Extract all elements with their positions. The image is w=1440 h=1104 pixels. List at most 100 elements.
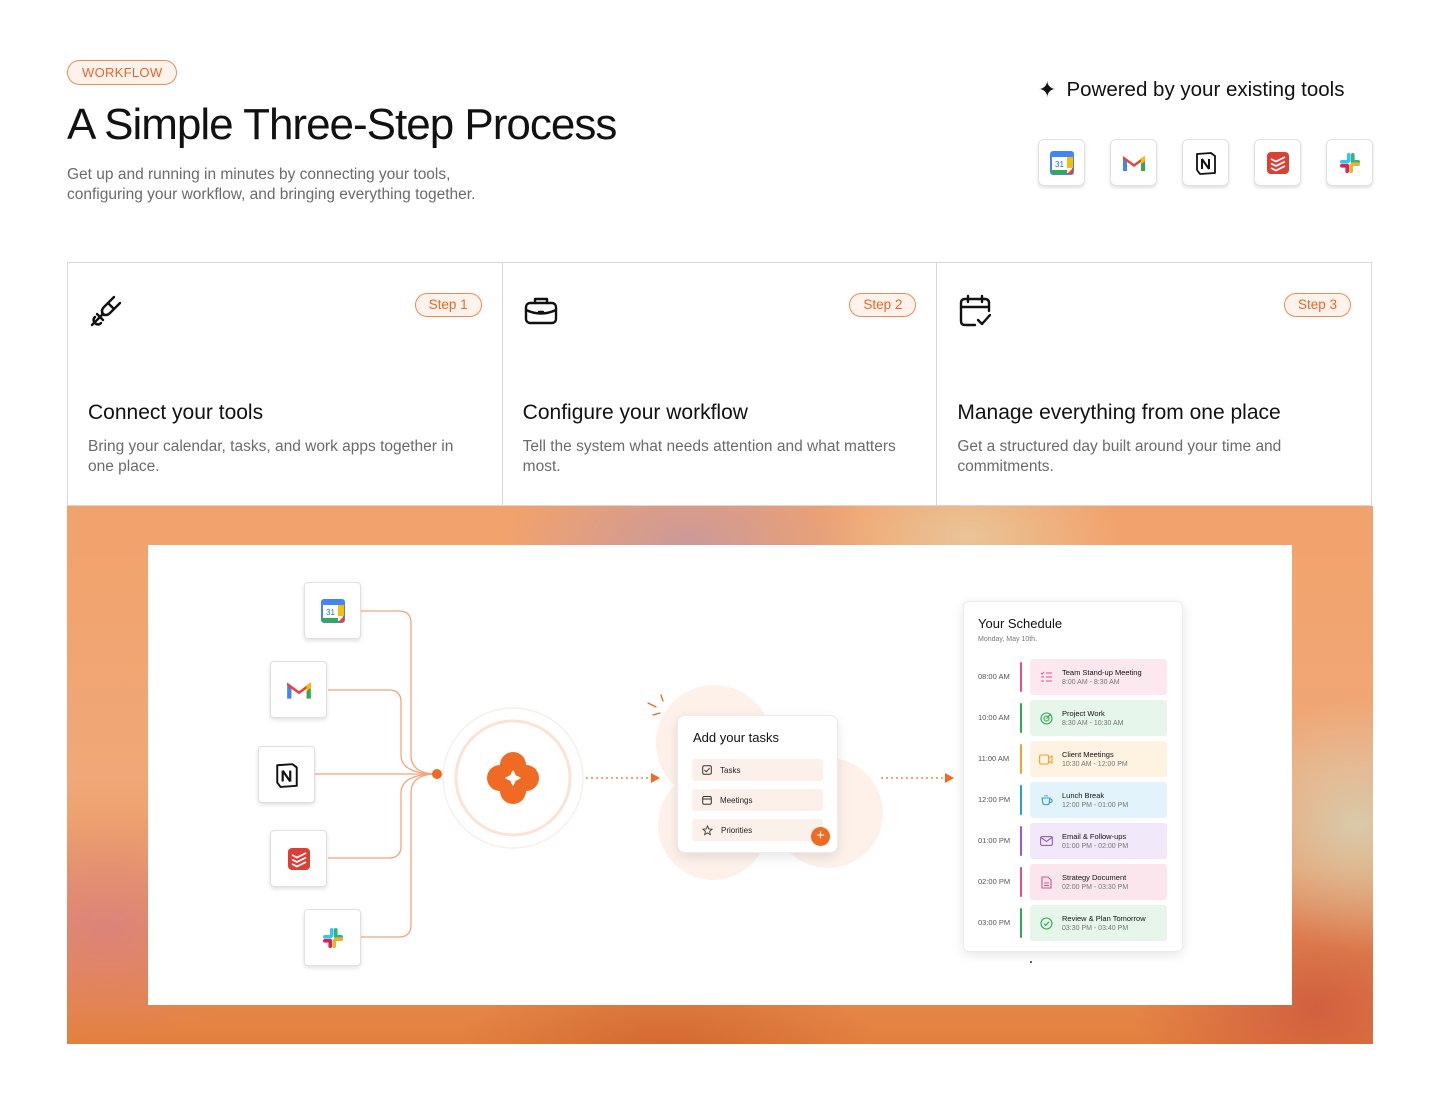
schedule-event[interactable]: Client Meetings 10:30 AM - 12:00 PM: [1030, 741, 1167, 777]
event-time-range: 03:30 PM - 03:40 PM: [1062, 925, 1129, 932]
cup-icon: [1039, 793, 1053, 807]
schedule-event[interactable]: Project Work 8:30 AM - 10:30 AM: [1030, 700, 1167, 736]
powered-by: ✦ Powered by your existing tools: [1038, 78, 1344, 102]
step-badge: Step 3: [1283, 293, 1352, 317]
step-card-2: Step 2 Configure your workflow Tell the …: [503, 263, 938, 505]
gmail-icon: [1122, 155, 1145, 171]
schedule-row[interactable]: 12:00 PM Lunch Break 12:00 PM - 01:00 PM: [964, 782, 1184, 818]
add-task-button[interactable]: +: [811, 827, 830, 846]
schedule-date: Monday, May 10th.: [978, 636, 1038, 643]
event-name: Strategy Document: [1062, 873, 1127, 882]
workflow-illustration: 31: [67, 506, 1373, 1044]
calendar-icon: [702, 796, 712, 805]
document-icon: [1039, 875, 1053, 889]
schedule-time: 03:00 PM: [978, 918, 1011, 927]
page-title: A Simple Three-Step Process: [67, 100, 617, 149]
source-todoist[interactable]: [270, 830, 327, 887]
step-description: Get a structured day built around your t…: [957, 438, 1282, 475]
schedule-title: Your Schedule: [978, 616, 1063, 631]
source-notion[interactable]: [258, 746, 315, 803]
slack-icon: [1339, 152, 1360, 173]
task-option-tasks[interactable]: Tasks: [692, 759, 823, 781]
event-time-range: 8:30 AM - 10:30 AM: [1062, 720, 1124, 727]
schedule-row[interactable]: 10:00 AM Project Work 8:30 AM - 10:30 AM: [964, 700, 1184, 736]
todoist-icon: [287, 847, 310, 870]
add-tasks-card: Add your tasks Tasks Meetings Priorities…: [677, 715, 838, 853]
source-gmail[interactable]: [270, 661, 327, 718]
schedule-row[interactable]: 08:00 AM Team Stand-up Meeting 8:00 AM -…: [964, 659, 1184, 695]
source-google-calendar[interactable]: 31: [304, 582, 361, 639]
google-calendar-icon: 31: [320, 598, 345, 623]
event-name: Lunch Break: [1062, 791, 1105, 800]
source-slack[interactable]: [304, 909, 361, 966]
timeline-marker: [1020, 826, 1022, 856]
tool-slack[interactable]: [1326, 139, 1373, 186]
steps-grid: Step 1 Connect your tools Bring your cal…: [67, 262, 1372, 506]
svg-text:31: 31: [326, 608, 335, 617]
star-icon: [702, 824, 713, 835]
sparkle-icon: ✦: [1038, 77, 1057, 102]
task-option-meetings[interactable]: Meetings: [692, 789, 823, 811]
schedule-time: 12:00 PM: [978, 795, 1011, 804]
schedule-row[interactable]: 03:00 PM Review & Plan Tomorrow 03:30 PM…: [964, 905, 1184, 941]
event-name: Team Stand-up Meeting: [1062, 668, 1142, 677]
step-title: Manage everything from one place: [957, 401, 1281, 424]
schedule-row[interactable]: 11:00 AM Client Meetings 10:30 AM - 12:0…: [964, 741, 1184, 777]
plug-icon: [90, 295, 122, 327]
schedule-row[interactable]: 01:00 PM Email & Follow-ups 01:00 PM - 0…: [964, 823, 1184, 859]
event-time-range: 8:00 AM - 8:30 AM: [1062, 679, 1120, 686]
briefcase-icon: [524, 297, 557, 325]
schedule-row[interactable]: 02:00 PM Strategy Document 02:00 PM - 03…: [964, 864, 1184, 900]
step-badge: Step 2: [849, 293, 917, 317]
app-logo-icon: [487, 752, 539, 804]
video-icon: [1039, 752, 1053, 766]
timeline-marker: [1020, 785, 1022, 815]
tool-gmail[interactable]: [1110, 139, 1157, 186]
svg-text:31: 31: [1055, 160, 1064, 169]
event-name: Client Meetings: [1062, 750, 1114, 759]
section-badge: WORKFLOW: [67, 60, 178, 85]
mail-icon: [1039, 834, 1053, 848]
tool-notion[interactable]: [1182, 139, 1229, 186]
task-option-label: Tasks: [720, 765, 741, 775]
step-description: Bring your calendar, tasks, and work app…: [88, 438, 454, 475]
calendar-check-icon: [960, 294, 992, 327]
schedule-event[interactable]: Review & Plan Tomorrow 03:30 PM - 03:40 …: [1030, 905, 1167, 941]
event-time-range: 02:00 PM - 03:30 PM: [1062, 884, 1129, 891]
task-option-label: Priorities: [721, 825, 753, 835]
task-option-priorities[interactable]: Priorities: [692, 819, 823, 841]
gmail-icon: [286, 681, 311, 699]
timeline-marker: [1020, 744, 1022, 774]
step-card-1: Step 1 Connect your tools Bring your cal…: [68, 263, 503, 505]
schedule-time: 02:00 PM: [978, 877, 1011, 886]
schedule-event[interactable]: Email & Follow-ups 01:00 PM - 02:00 PM: [1030, 823, 1167, 859]
event-name: Email & Follow-ups: [1062, 832, 1127, 841]
timeline-marker: [1020, 703, 1022, 733]
step-description: Tell the system what needs attention and…: [522, 438, 896, 475]
schedule-time: 01:00 PM: [978, 836, 1011, 845]
google-calendar-icon: 31: [1049, 150, 1074, 175]
task-option-label: Meetings: [720, 795, 753, 805]
timeline-marker: [1020, 908, 1022, 938]
step-badge: Step 1: [414, 293, 482, 317]
tool-google-calendar[interactable]: 31: [1038, 139, 1085, 186]
schedule-event[interactable]: Team Stand-up Meeting 8:00 AM - 8:30 AM: [1030, 659, 1167, 695]
step-title: Configure your workflow: [522, 401, 748, 424]
schedule-time: 08:00 AM: [978, 672, 1010, 681]
schedule-event[interactable]: Strategy Document 02:00 PM - 03:30 PM: [1030, 864, 1167, 900]
tasks-card-title: Add your tasks: [693, 730, 779, 745]
event-time-range: 01:00 PM - 02:00 PM: [1062, 843, 1129, 850]
notion-icon: [275, 762, 298, 788]
checkbox-icon: [702, 765, 712, 775]
schedule-event[interactable]: Lunch Break 12:00 PM - 01:00 PM: [1030, 782, 1167, 818]
page-subtitle: Get up and running in minutes by connect…: [67, 166, 476, 203]
timeline-marker: [1020, 867, 1022, 897]
event-name: Review & Plan Tomorrow: [1062, 914, 1146, 923]
checklist-icon: [1039, 670, 1053, 684]
tool-todoist[interactable]: [1254, 139, 1301, 186]
step-title: Connect your tools: [88, 401, 264, 424]
schedule-card: Your Schedule Monday, May 10th. 08:00 AM…: [963, 601, 1183, 952]
target-icon: [1039, 711, 1053, 725]
todoist-icon: [1266, 151, 1289, 174]
tool-icons-row: 31: [1038, 139, 1373, 186]
